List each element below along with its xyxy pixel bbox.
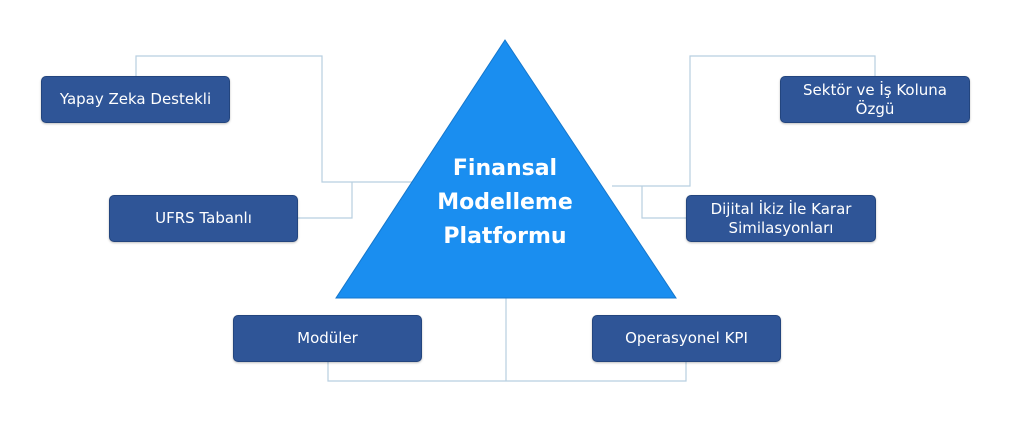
node-dijital-ikiz-label-line-1: Dijital İkiz İle Karar [710,199,852,218]
connector-dijital-ikiz [641,186,686,219]
node-ufrs: UFRS Tabanlı [109,195,298,242]
node-operasyonel-label: Operasyonel KPI [625,329,748,347]
node-moduler-label: Modüler [297,329,358,347]
node-moduler: Modüler [233,315,422,362]
node-sektor-label-line-1: Sektör ve İş Koluna [803,80,947,99]
platform-title: Finansal Modelleme Platformu [420,152,590,254]
node-yapay-zeka-label: Yapay Zeka Destekli [59,90,212,108]
node-ufrs-label: UFRS Tabanlı [155,209,252,227]
connector-lines [135,55,876,382]
node-yapay-zeka: Yapay Zeka Destekli [41,76,230,123]
platform-title-line-2: Modelleme [437,190,573,215]
node-dijital-ikiz-label-line-2: Similasyonları [728,218,834,237]
pyramid-triangle [335,39,677,299]
platform-title-line-3: Platformu [443,224,567,249]
connector-moduler [327,362,687,382]
node-operasyonel: Operasyonel KPI [592,315,781,362]
connector-sektor [612,55,876,187]
platform-title-line-1: Finansal [452,156,558,181]
node-sektor-label-line-2: Özgü [855,99,895,118]
node-sektor: Sektör ve İş Koluna Özgü [780,76,970,123]
node-dijital-ikiz: Dijital İkiz İle Karar Similasyonları [686,195,876,242]
connector-ufrs [298,182,353,219]
